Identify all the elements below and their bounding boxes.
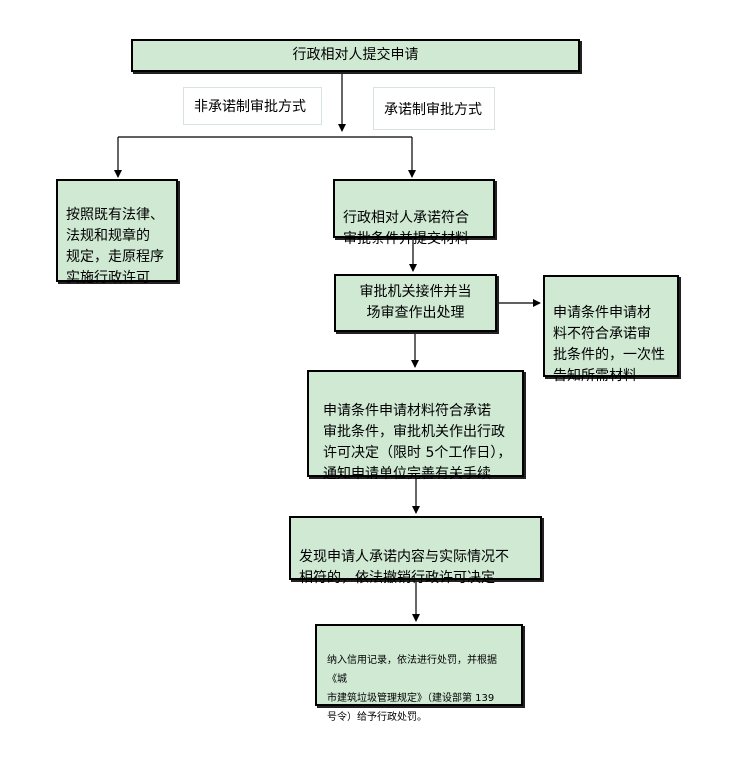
- commitment-label: 承诺制审批方式: [373, 87, 495, 130]
- revoke-license-box: 发现申请人承诺内容与实际情况不 相符的，依法撤销行政许可决定: [289, 516, 542, 586]
- submit-application-box: 行政相对人提交申请: [131, 39, 580, 72]
- accept-review-box: 审批机关接件并当 场审查作出处理: [334, 274, 497, 332]
- notify-materials-box: 申请条件申请材 料不符合承诺审 批条件的，一次性 告知所需材料: [543, 275, 679, 384]
- commitment-submit-box: 行政相对人承诺符合 审批条件并提交材料: [333, 179, 495, 247]
- original-procedure-text: 按照既有法律、 法规和规章的 规定，走原程序 实施行政许可: [66, 207, 164, 286]
- revoke-license-text: 发现申请人承诺内容与实际情况不 相符的，依法撤销行政许可决定: [299, 549, 509, 586]
- original-procedure-box: 按照既有法律、 法规和规章的 规定，走原程序 实施行政许可: [56, 179, 178, 286]
- notify-materials-text: 申请条件申请材 料不符合承诺审 批条件的，一次性 告知所需材料: [553, 305, 665, 384]
- submit-application-text: 行政相对人提交申请: [292, 47, 419, 63]
- accept-review-text: 审批机关接件并当 场审查作出处理: [359, 284, 472, 321]
- credit-penalty-text: 纳入信用记录，依法进行处罚，并根据《城 市建筑垃圾管理规定》（建设部第 139 …: [327, 655, 497, 723]
- commitment-submit-text: 行政相对人承诺符合 审批条件并提交材料: [343, 210, 469, 247]
- credit-penalty-box: 纳入信用记录，依法进行处罚，并根据《城 市建筑垃圾管理规定》（建设部第 139 …: [315, 624, 523, 723]
- non-commitment-label-text: 非承诺制审批方式: [194, 99, 306, 115]
- non-commitment-label: 非承诺制审批方式: [183, 87, 322, 125]
- license-decision-box: 申请条件申请材料符合承诺 审批条件，审批机关作出行政 许可决定（限时 5个工作日…: [307, 370, 524, 482]
- commitment-label-text: 承诺制审批方式: [384, 101, 482, 118]
- license-decision-text: 申请条件申请材料符合承诺 审批条件，审批机关作出行政 许可决定（限时 5个工作日…: [323, 403, 512, 482]
